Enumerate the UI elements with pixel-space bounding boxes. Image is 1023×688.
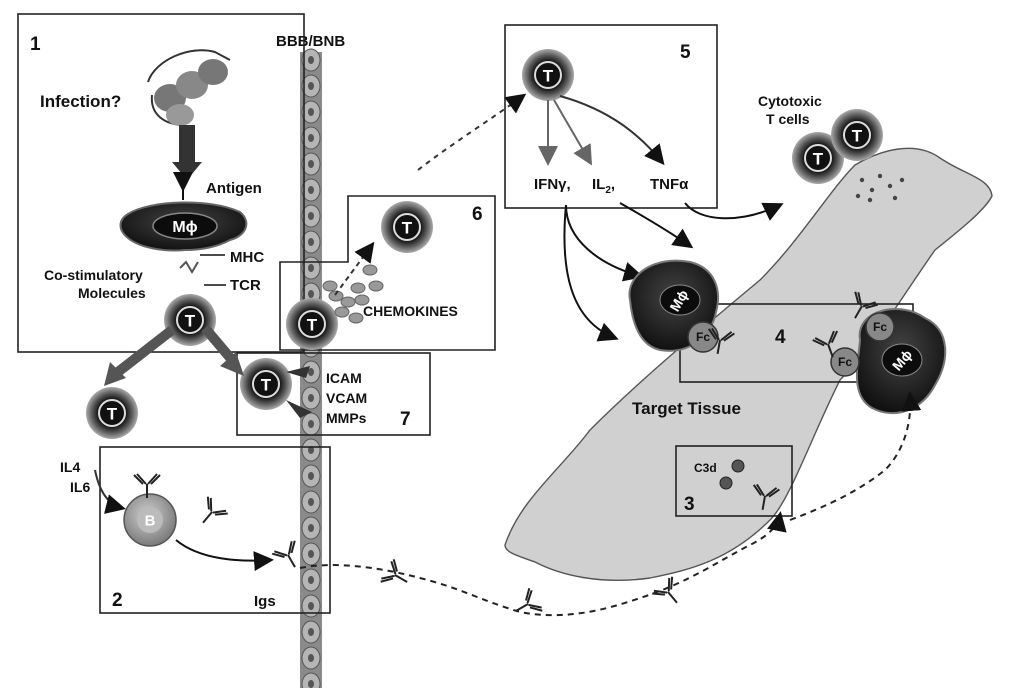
panel-number-7: 7 [400, 409, 411, 430]
panel-5-box [504, 24, 718, 209]
cytotoxic-label-line2: T cells [766, 111, 810, 127]
c3d-label: C3d [694, 461, 717, 475]
antibody-transport-path [299, 511, 787, 617]
adhesion-label-vcam: VCAM [326, 390, 367, 406]
infection-label: Infection? [40, 92, 121, 111]
il6-label: IL6 [70, 479, 90, 495]
antibody-icon [380, 558, 408, 583]
adhesion-label-icam: ICAM [326, 370, 362, 386]
panel-1-box [17, 13, 305, 353]
macrophage-label: Mϕ [172, 219, 197, 236]
t-cell-label: T [852, 127, 863, 146]
fc-receptor-right-bottom [830, 347, 860, 377]
chemokine-particles [322, 264, 384, 324]
tissue-damage-dots [855, 173, 905, 203]
adhesion-label-mmps: MMPs [326, 410, 367, 426]
cytotoxic-label-line1: Cytotoxic [758, 93, 822, 109]
antibody-icon [652, 576, 678, 604]
panel-number-5: 5 [680, 42, 691, 63]
antigen-label: Antigen [206, 180, 262, 197]
c3d-molecule [731, 459, 745, 473]
antibody-icon [812, 330, 839, 358]
macrophage-cell [119, 201, 248, 252]
panel-2-box [99, 446, 331, 614]
antibody-icon [854, 291, 879, 319]
antibody-icon [707, 327, 735, 354]
il4-label: IL4 [60, 459, 80, 475]
costim-label-line2: Molecules [78, 285, 146, 301]
panel-3-box [675, 445, 793, 517]
tnf-alpha-label: TNFα [650, 176, 689, 193]
fc-right-top-label: Fc [873, 320, 887, 334]
t-cell-label: T [107, 405, 118, 424]
panel-number-1: 1 [30, 34, 41, 55]
target-tissue-label: Target Tissue [632, 399, 741, 418]
t-cell-panel-5: T [522, 49, 574, 101]
t-cell-label: T [261, 376, 272, 395]
t-cell-label: T [402, 219, 413, 238]
t-cell-label: T [185, 312, 196, 331]
t-cell-panel-2: T [86, 387, 138, 439]
fc-right-bottom-label: Fc [838, 355, 852, 369]
antibody-icon [752, 483, 780, 510]
fc-left-label: Fc [696, 330, 710, 344]
t-cell-panel-1: T [164, 294, 216, 346]
t-cell-panel-6-left: T [286, 298, 338, 350]
panel-7-box [236, 352, 431, 436]
fc-receptor-right-top [865, 312, 895, 342]
panel-number-2: 2 [112, 590, 123, 611]
tcr-label: TCR [230, 277, 261, 294]
costim-label-line1: Co-stimulatory [44, 267, 143, 283]
t-cell-label: T [307, 316, 318, 335]
t-cell-label: T [813, 150, 824, 169]
t-cell-activation-path [417, 93, 527, 171]
chemokines-label: CHEMOKINES [363, 303, 458, 319]
pathogen-icon [147, 49, 231, 126]
antibody-to-macrophage-path [789, 391, 922, 521]
b-to-igs-arrow [175, 539, 274, 572]
t-cell-cytotoxic-a: T [792, 132, 844, 184]
antibody-molecules [133, 291, 879, 612]
il-to-b-arrow [94, 469, 126, 514]
antibody-icon [515, 587, 543, 612]
b-cell-label: B [145, 513, 156, 530]
panel-number-6: 6 [472, 204, 483, 225]
t-cell-cytotoxic-b: T [831, 109, 883, 161]
t-cell-to-barrier-arrow [201, 324, 236, 364]
panel-6-box [279, 195, 496, 351]
antibody-icon [202, 496, 228, 524]
mhc-label: MHC [230, 249, 264, 266]
antibody-icon [133, 473, 161, 498]
il2-label: IL2, [592, 176, 615, 196]
igs-label: Igs [254, 593, 276, 610]
antibody-icon [271, 540, 296, 568]
t-cell-panel-7: T [240, 358, 292, 410]
panel-number-3: 3 [684, 494, 695, 515]
ifn-gamma-label: IFNγ, [534, 176, 571, 193]
panel-number-4: 4 [775, 327, 786, 348]
t-cell-panel-6-right: T [381, 201, 433, 253]
barrier-label: BBB/BNB [276, 33, 345, 50]
t-cell-to-b-arrow [114, 326, 176, 376]
blood-nerve-barrier [300, 48, 322, 688]
t-cell-label: T [543, 67, 554, 86]
chemokine-to-t-arrow [334, 241, 375, 296]
